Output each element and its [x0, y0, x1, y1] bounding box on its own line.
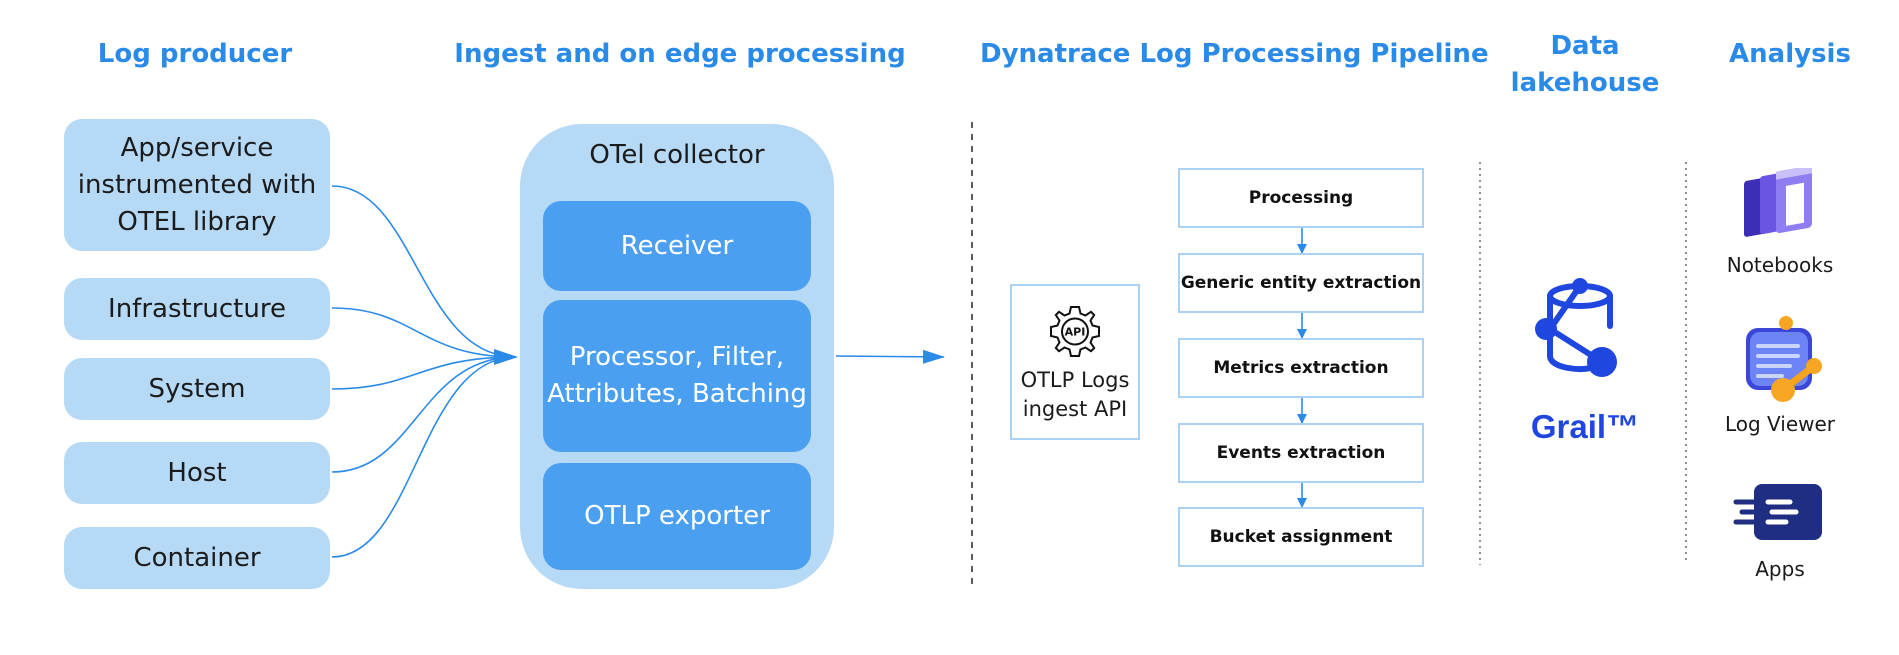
otlp-logs-ingest-api: [1010, 284, 1140, 440]
pipeline-step-metrics: Metrics extraction: [1178, 338, 1424, 398]
log-viewer-icon: [1746, 316, 1822, 402]
producer-app-line1: App/service: [120, 132, 274, 163]
pipeline-step-events: Events extraction: [1178, 423, 1424, 483]
curve-infrastructure: [331, 307, 517, 358]
fan-in-arrowhead: [494, 349, 518, 365]
pipeline-step-bucket: Bucket assignment: [1178, 507, 1424, 567]
heading-ingest: Ingest and on edge processing: [454, 39, 906, 69]
fan-in-curves: [331, 185, 517, 558]
api-label-line2: ingest API: [1022, 397, 1128, 421]
producer-app-line2: instrumented with: [77, 169, 317, 200]
producer-infrastructure: Infrastructure: [64, 278, 330, 340]
api-icon-text: API: [1065, 326, 1086, 339]
pipeline-step-processing: Processing: [1178, 168, 1424, 228]
api-label: OTLP Logs ingest API: [1010, 366, 1140, 424]
processor-line2: Attributes, Batching: [547, 379, 807, 409]
collector-to-pipeline-arrow: [835, 349, 945, 364]
producer-host: Host: [64, 442, 330, 504]
grail-icon: [1535, 278, 1617, 377]
log-viewer-label: Log Viewer: [1724, 412, 1836, 436]
apps-icon: [1733, 484, 1822, 540]
heading-pipeline: Dynatrace Log Processing Pipeline: [980, 39, 1489, 69]
heading-analysis: Analysis: [1729, 39, 1851, 69]
curve-host: [331, 356, 517, 473]
producer-app-line3: OTEL library: [117, 206, 277, 237]
processor-line1: Processor, Filter,: [569, 342, 785, 372]
pipeline-step-generic-entity: Generic entity extraction: [1178, 253, 1424, 313]
notebooks-label: Notebooks: [1726, 253, 1834, 277]
curve-system: [331, 356, 517, 390]
producer-app-service: App/service instrumented with OTEL libra…: [64, 119, 330, 251]
apps-label: Apps: [1755, 557, 1805, 581]
heading-lakehouse-line2: lakehouse: [1510, 68, 1660, 98]
heading-lakehouse-line1: Data: [1550, 31, 1620, 61]
collector-title: OTel collector: [589, 140, 765, 170]
api-label-line1: OTLP Logs: [1020, 368, 1130, 392]
api-gear-icon: API: [1050, 306, 1100, 357]
heading-lakehouse: Data lakehouse: [1510, 28, 1660, 102]
collector-receiver: Receiver: [543, 201, 811, 291]
producer-system: System: [64, 358, 330, 420]
curve-app: [331, 185, 517, 358]
curve-container: [331, 356, 517, 558]
heading-log-producer: Log producer: [97, 39, 293, 69]
collector-processor: Processor, Filter, Attributes, Batching: [543, 300, 811, 452]
grail-wordmark: Grail™: [1530, 408, 1640, 445]
notebooks-icon: [1744, 168, 1812, 237]
collector-exporter: OTLP exporter: [543, 463, 811, 570]
producer-container: Container: [64, 527, 330, 589]
